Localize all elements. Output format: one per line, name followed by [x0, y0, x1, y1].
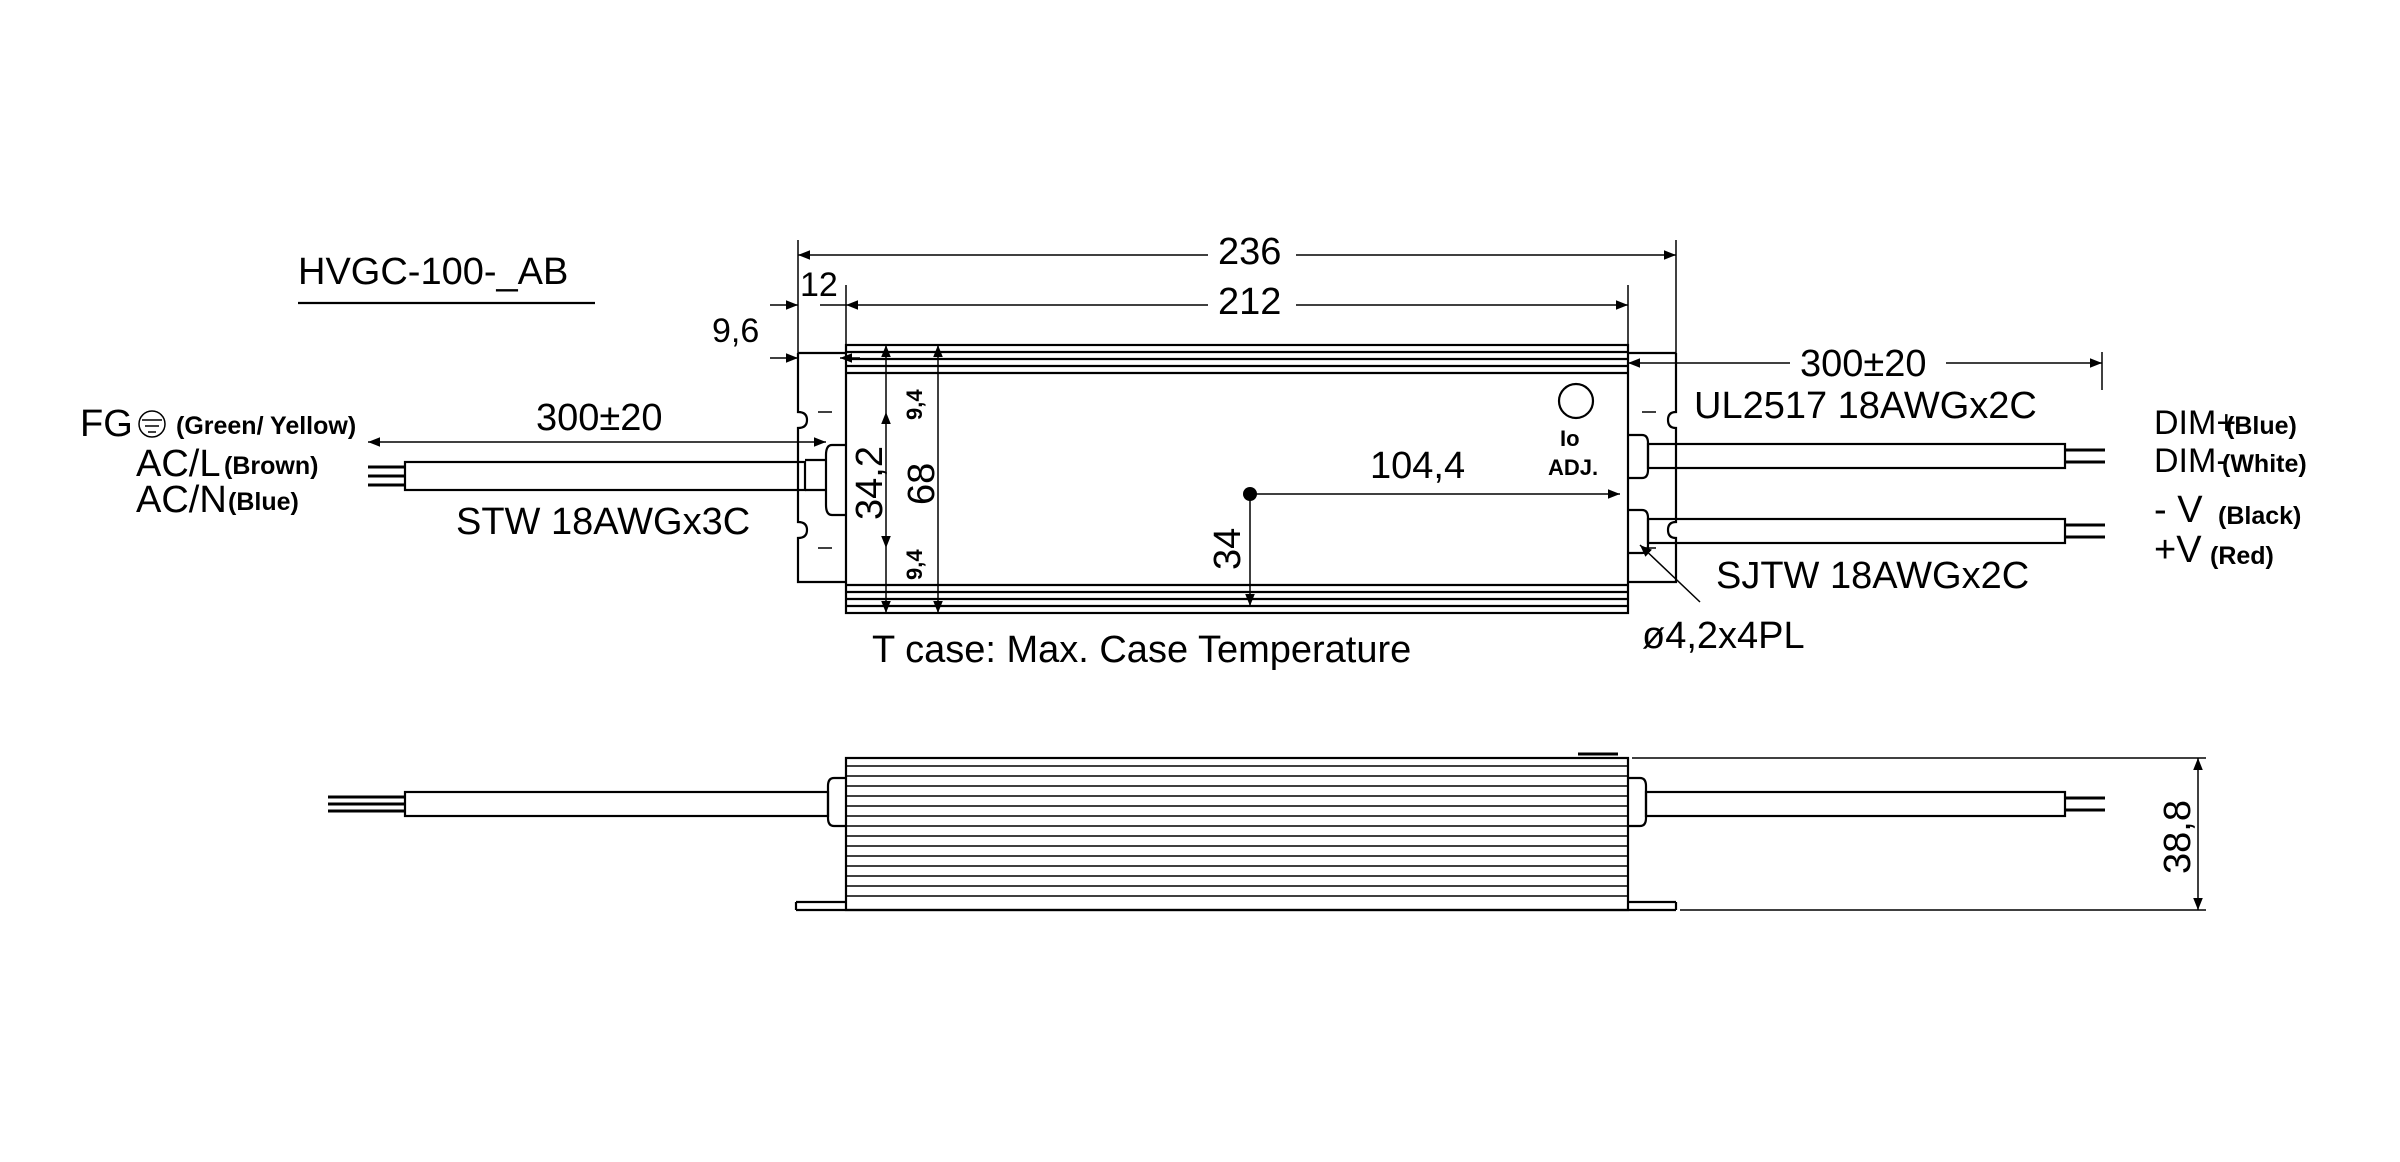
tcase-note: T case: Max. Case Temperature: [872, 629, 1411, 671]
dim-cable: [1646, 442, 2067, 470]
vpos-label: +V: [2154, 529, 2202, 571]
left-bushing: [824, 443, 846, 517]
vneg-color: (Black): [2218, 502, 2301, 530]
output-cable-length: 300±20: [1800, 343, 1927, 385]
dim-body-length: 212: [1218, 281, 1281, 323]
body-outline: [844, 343, 1630, 615]
heatsink-fins: [846, 765, 1628, 897]
side-output-cable: [1644, 790, 2067, 818]
dim-slot-offset-top: 9,4: [902, 389, 927, 420]
side-input-cable: [403, 790, 830, 818]
side-left-bushing: [826, 776, 846, 828]
dimn-label: DIM-: [2154, 442, 2228, 480]
acn-color: (Blue): [228, 488, 299, 516]
right-bushing-dim: [1628, 433, 1650, 480]
top-view: Io ADJ.: [368, 343, 2105, 615]
left-flange: [796, 353, 846, 584]
dimp-label: DIM+: [2154, 404, 2236, 442]
dim-tc-y: 34: [1207, 528, 1249, 570]
right-flange: [1628, 353, 1678, 584]
adj-potentiometer-icon: [1557, 382, 1595, 420]
dim-flange-offset: 9,6: [712, 312, 759, 350]
adj-label: ADJ.: [1548, 455, 1598, 480]
input-cable-spec: STW 18AWGx3C: [456, 501, 750, 543]
dim-height: 38,8: [2157, 800, 2199, 874]
hole-spec: ø4,2x4PL: [1642, 615, 1805, 657]
dim-body-width: 68: [901, 463, 943, 505]
right-bushing-out: [1628, 508, 1650, 555]
ground-icon: [138, 410, 166, 438]
fg-color: (Green/ Yellow): [176, 412, 356, 440]
dim-flange: 12: [800, 266, 838, 304]
acl-color: (Brown): [224, 452, 318, 480]
model-label: HVGC-100-_AB: [298, 251, 568, 293]
output-cable: [1646, 517, 2067, 545]
dimp-color: (Blue): [2226, 412, 2297, 440]
acl-label: AC/L: [136, 443, 220, 485]
input-cable: [403, 460, 807, 492]
model-title: HVGC-100-_AB: [298, 251, 595, 305]
side-right-bushing: [1628, 776, 1648, 828]
input-cable-length: 300±20: [536, 397, 663, 439]
side-view: 38,8: [328, 752, 2206, 912]
output-cable-spec: SJTW 18AWGx2C: [1716, 555, 2029, 597]
dim-tc-x: 104,4: [1370, 445, 1465, 487]
dim-overall-length: 236: [1218, 231, 1281, 273]
fg-label: FG: [80, 403, 133, 445]
side-body-outline: [844, 756, 1630, 912]
vneg-label: - V: [2154, 489, 2203, 531]
dimension-lines: 236 212 12 9,6 68 34,2 9,4 9,4 104,4 34: [368, 231, 2103, 657]
io-label: Io: [1560, 426, 1580, 451]
dimn-color: (White): [2222, 450, 2307, 478]
wire-labels: FG (Green/ Yellow) AC/L (Brown) AC/N (Bl…: [80, 385, 2307, 671]
dim-cable-spec: UL2517 18AWGx2C: [1694, 385, 2037, 427]
vpos-color: (Red): [2210, 542, 2274, 570]
acn-label: AC/N: [136, 479, 227, 521]
dim-slot-span: 34,2: [849, 446, 891, 520]
dim-slot-offset-bottom: 9,4: [902, 549, 927, 580]
